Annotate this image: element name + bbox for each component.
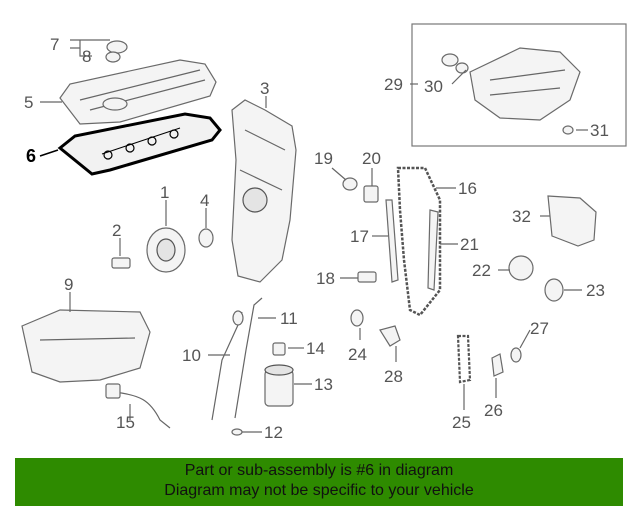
callout-18: 18 [316, 269, 335, 288]
callout-16: 16 [458, 179, 477, 198]
callout-19: 19 [314, 149, 333, 168]
callout-14: 14 [306, 339, 325, 358]
callout-10: 10 [182, 346, 201, 365]
callout-7: 7 [50, 35, 59, 54]
callout-17: 17 [350, 227, 369, 246]
chain-damper[interactable] [379, 325, 401, 347]
callout-13: 13 [314, 375, 333, 394]
callout-32: 32 [512, 207, 531, 226]
callout-11: 11 [280, 309, 298, 328]
chain-guide-21[interactable] [427, 209, 439, 291]
chain-guide-17[interactable] [385, 199, 399, 283]
o-ring[interactable] [231, 428, 243, 436]
callout-25: 25 [452, 413, 471, 432]
callout-15: 15 [116, 413, 135, 432]
callout-31: 31 [590, 121, 609, 140]
banner-line-2: Diagram may not be specific to your vehi… [164, 482, 474, 499]
callout-1: 1 [160, 183, 169, 202]
oil-filler-cap[interactable] [105, 40, 128, 63]
drain-plug[interactable] [272, 342, 286, 356]
callout-3: 3 [260, 79, 269, 98]
oil-pan[interactable] [21, 309, 151, 383]
dipstick-guide[interactable] [211, 310, 244, 421]
tensioner-plunger[interactable] [357, 271, 377, 283]
oil-filter[interactable] [264, 364, 294, 407]
callout-5: 5 [24, 93, 33, 112]
callout-27: 27 [530, 319, 549, 338]
callout-30: 30 [424, 77, 443, 96]
callout-4: 4 [200, 191, 209, 210]
engine-bracket[interactable] [547, 195, 597, 247]
callout-8: 8 [82, 47, 91, 66]
intake-manifold[interactable] [469, 47, 581, 121]
chain-tensioner[interactable] [342, 177, 358, 191]
banner-line-1: Part or sub-assembly is #6 in diagram [184, 462, 454, 479]
camshaft-sprocket[interactable] [544, 278, 564, 302]
parts-diagram: 7 8 5 6 3 1 2 4 9 15 10 11 12 13 14 19 2… [21, 23, 627, 442]
info-banner: Part or sub-assembly is #6 in diagram Di… [15, 458, 623, 506]
timing-chain-cover[interactable] [231, 99, 297, 283]
crankshaft-oil-seal[interactable] [198, 228, 214, 248]
callout-28: 28 [384, 367, 403, 386]
callout-9: 9 [64, 275, 73, 294]
callout-29: 29 [384, 75, 403, 94]
callout-24: 24 [348, 345, 367, 364]
oil-level-sensor[interactable] [105, 383, 171, 429]
cylinder-head-cover[interactable] [59, 59, 217, 125]
oil-pump-chain[interactable] [456, 334, 472, 384]
intake-manifold-inset-box [411, 23, 627, 147]
oil-jet[interactable] [350, 309, 364, 327]
oil-pump-tensioner[interactable] [491, 353, 504, 377]
callout-12: 12 [264, 423, 283, 442]
callout-2: 2 [112, 221, 121, 240]
callout-21: 21 [460, 235, 479, 254]
callout-23: 23 [586, 281, 605, 300]
pulley-bolt[interactable] [111, 257, 131, 269]
oil-dipstick[interactable] [234, 297, 263, 419]
tensioner-bracket[interactable] [363, 185, 379, 203]
callout-26: 26 [484, 401, 503, 420]
camshaft-timing-gear[interactable] [508, 255, 534, 281]
intake-manifold-gasket[interactable] [441, 53, 469, 74]
timing-chain[interactable] [396, 166, 442, 317]
crankshaft-pulley[interactable] [146, 227, 186, 273]
inset-part-31[interactable] [562, 125, 574, 135]
callout-20: 20 [362, 149, 381, 168]
valve-cover-gasket[interactable] [57, 112, 222, 176]
callout-22: 22 [472, 261, 491, 280]
callout-6: 6 [26, 146, 36, 166]
tensioner-spring[interactable] [510, 347, 522, 363]
